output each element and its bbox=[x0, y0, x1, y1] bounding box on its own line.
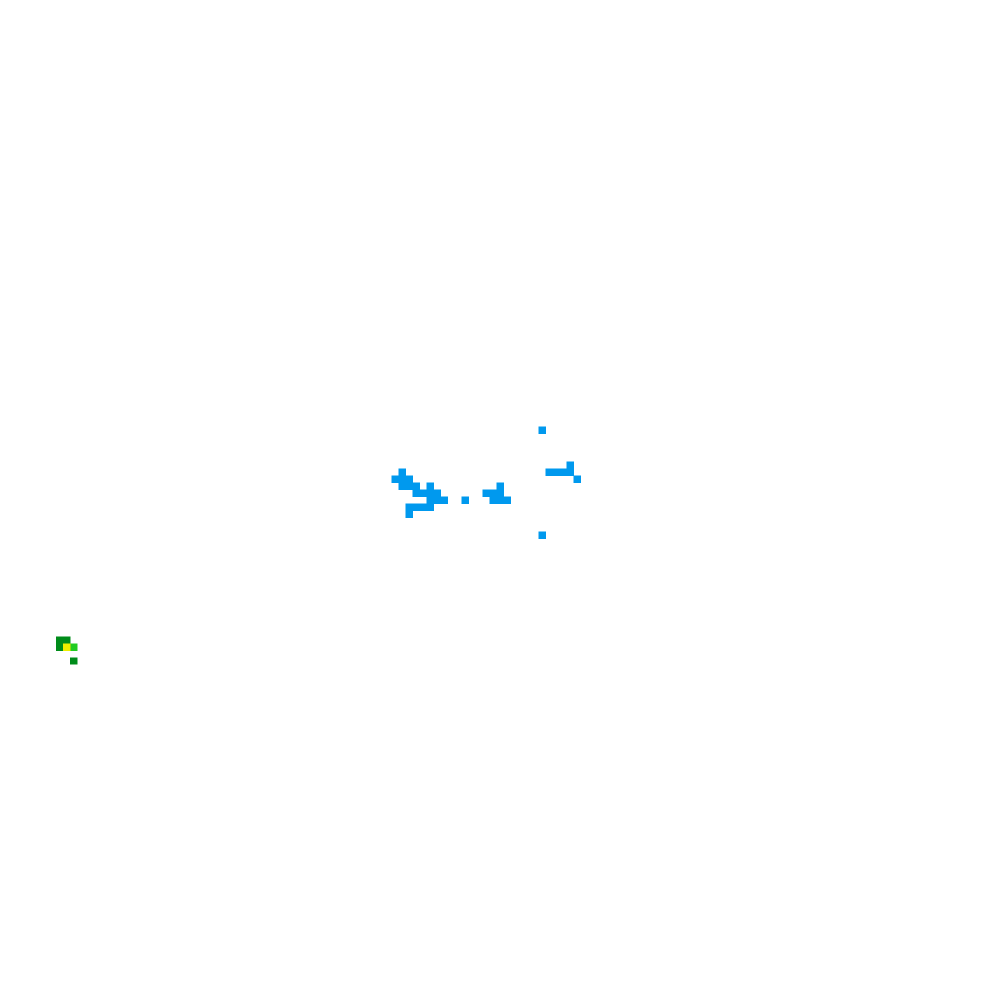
layer-sand bbox=[62, 643, 71, 651]
water-cell bbox=[482, 489, 490, 497]
water-cell bbox=[412, 482, 420, 490]
water-cell bbox=[496, 496, 504, 504]
water-cell bbox=[461, 496, 469, 504]
water-cell bbox=[552, 468, 560, 476]
water-cell bbox=[538, 531, 546, 539]
water-cell bbox=[545, 468, 553, 476]
water-cell bbox=[405, 503, 413, 511]
layer-water bbox=[391, 426, 581, 539]
water-cell bbox=[419, 489, 427, 497]
vegetation-cell bbox=[69, 657, 78, 665]
sand-cell bbox=[62, 643, 71, 651]
water-cell bbox=[489, 489, 497, 497]
water-cell bbox=[433, 496, 441, 504]
water-cell bbox=[496, 482, 504, 490]
vegetation-cell bbox=[62, 636, 71, 644]
water-cell bbox=[559, 468, 567, 476]
water-cell bbox=[391, 475, 399, 483]
water-cell bbox=[426, 482, 434, 490]
layer-vegetation bbox=[55, 636, 78, 665]
water-cell bbox=[405, 475, 413, 483]
vegetation-light-cell bbox=[69, 643, 78, 651]
water-cell bbox=[398, 468, 406, 476]
water-cell bbox=[412, 489, 420, 497]
water-cell bbox=[433, 489, 441, 497]
water-cell bbox=[566, 461, 574, 469]
vegetation-cell bbox=[55, 643, 64, 651]
water-cell bbox=[412, 503, 420, 511]
water-cell bbox=[405, 510, 413, 518]
water-cell bbox=[573, 475, 581, 483]
layer-vegetation-light bbox=[69, 643, 78, 651]
water-cell bbox=[398, 482, 406, 490]
water-cell bbox=[503, 496, 511, 504]
water-cell bbox=[426, 489, 434, 497]
water-cell bbox=[566, 468, 574, 476]
water-cell bbox=[538, 426, 546, 434]
water-cell bbox=[405, 482, 413, 490]
water-cell bbox=[426, 503, 434, 511]
water-cell bbox=[398, 475, 406, 483]
water-cell bbox=[489, 496, 497, 504]
water-cell bbox=[496, 489, 504, 497]
water-cell bbox=[440, 496, 448, 504]
water-cell bbox=[426, 496, 434, 504]
vegetation-cell bbox=[55, 636, 64, 644]
water-cell bbox=[419, 503, 427, 511]
